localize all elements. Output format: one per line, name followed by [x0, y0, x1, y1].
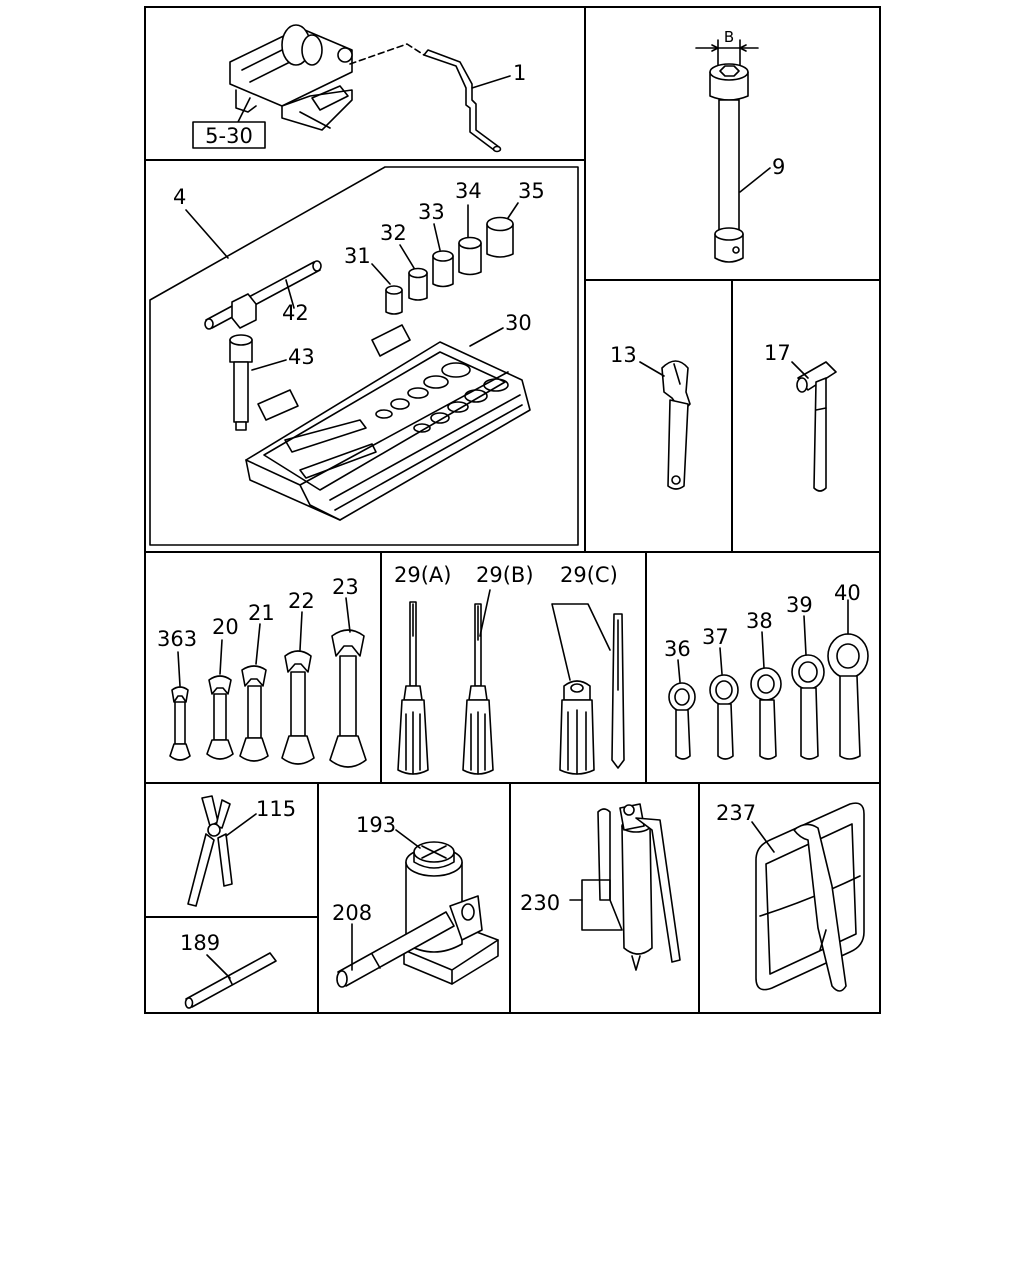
box-end-wrenches: 36 37 38 39 40: [664, 581, 869, 760]
label-part-4: 4: [173, 185, 186, 209]
part-230-grease-gun: 230: [520, 803, 681, 971]
label-part-32: 32: [380, 221, 407, 245]
ref-box-5-30: 5-30: [192, 97, 266, 149]
label-part-43: 43: [288, 345, 315, 369]
label-part-38: 38: [746, 609, 773, 633]
label-part-40: 40: [834, 581, 861, 605]
label-part-1: 1: [513, 61, 526, 85]
label-part-115: 115: [256, 797, 296, 821]
part-13-adjustable-wrench: 13: [610, 343, 691, 490]
part-43-extension-bar: 43: [229, 334, 315, 431]
ref-box-label: 5-30: [205, 124, 253, 148]
label-part-237: 237: [716, 801, 756, 825]
part-1-winch-handle: 1: [349, 43, 526, 153]
label-part-9: 9: [772, 155, 785, 179]
label-part-34: 34: [455, 179, 482, 203]
part-42-sliding-t-handle: 42: [204, 260, 322, 330]
part-237-tool-bag: 237: [716, 801, 865, 992]
part-17-hammer: 17: [764, 341, 837, 492]
label-part-29b: 29(B): [476, 563, 534, 587]
label-part-36: 36: [664, 637, 691, 661]
winch-assembly-drawing: [229, 24, 353, 131]
part-189-pin: 189: [180, 931, 277, 1009]
label-part-20: 20: [212, 615, 239, 639]
label-part-30: 30: [505, 311, 532, 335]
label-part-363: 363: [157, 627, 197, 651]
label-part-189: 189: [180, 931, 220, 955]
diagram-grid: [144, 6, 881, 1014]
label-part-37: 37: [702, 625, 729, 649]
label-part-39: 39: [786, 593, 813, 617]
label-part-17: 17: [764, 341, 791, 365]
label-part-22: 22: [288, 589, 315, 613]
label-part-21: 21: [248, 601, 275, 625]
part-208-jack-bar: 208: [332, 901, 455, 988]
label-part-35: 35: [518, 179, 545, 203]
label-part-31: 31: [344, 244, 371, 268]
label-part-230: 230: [520, 891, 560, 915]
label-part-13: 13: [610, 343, 637, 367]
label-part-33: 33: [418, 200, 445, 224]
label-part-42: 42: [282, 301, 309, 325]
label-part-208: 208: [332, 901, 372, 925]
part-30-tool-case: 30: [245, 311, 532, 521]
label-part-23: 23: [332, 575, 359, 599]
label-part-29a: 29(A): [394, 563, 451, 587]
label-part-193: 193: [356, 813, 396, 837]
dimension-b-label: B: [724, 28, 734, 46]
open-end-wrenches: 363 20 21 22 23: [157, 575, 367, 768]
part-115-pliers: 115: [187, 795, 296, 907]
parts-31-35-sockets: 31 32 33 34 35: [344, 179, 545, 315]
tool-case-set: 4: [149, 166, 579, 546]
screwdrivers-29: 29(A) 29(B) 29(C): [394, 563, 625, 775]
label-part-29c: 29(C): [560, 563, 618, 587]
part-9-box-wrench: B 9: [695, 28, 785, 263]
